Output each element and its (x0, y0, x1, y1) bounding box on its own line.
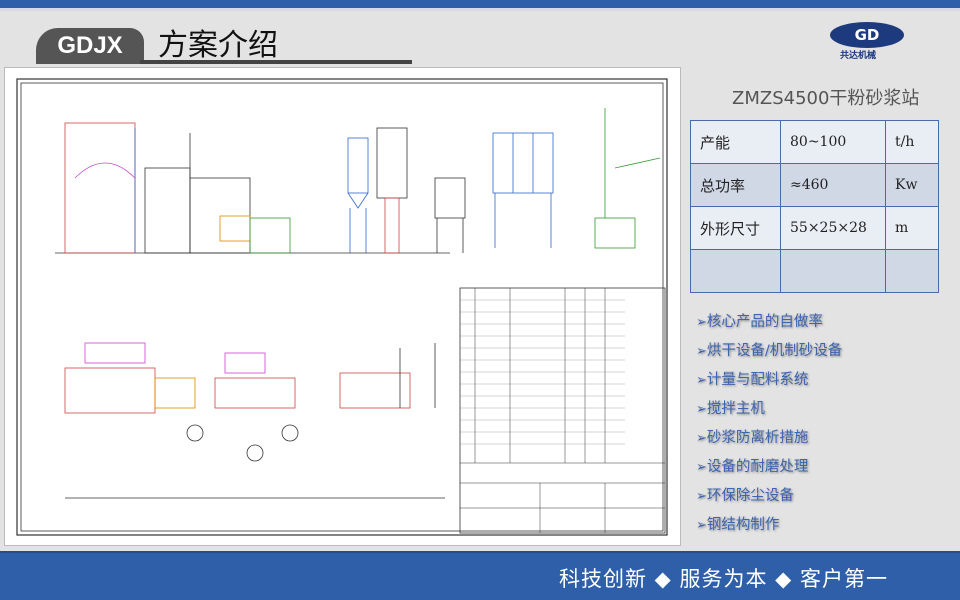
top-bar (0, 0, 960, 8)
spec-label: 总功率 (690, 163, 781, 207)
footer-bar: 科技创新 ◆ 服务为本 ◆ 客户第一 (0, 551, 960, 600)
feature-item: ➢砂浆防离析措施 (696, 427, 842, 456)
feature-text: 环保除尘设备 (706, 488, 794, 504)
spec-unit: t/h (885, 120, 939, 164)
spec-label: 产能 (690, 120, 781, 164)
arrow-icon: ➢ (696, 373, 707, 388)
arrow-icon: ➢ (696, 489, 707, 504)
spec-unit (885, 249, 939, 293)
spec-value (780, 249, 886, 293)
arrow-icon: ➢ (696, 402, 707, 417)
spec-unit: m (885, 206, 939, 250)
feature-item: ➢烘干设备/机制砂设备 (696, 340, 842, 369)
spec-row (690, 249, 939, 293)
feature-item: ➢核心产品的自做率 (696, 311, 842, 340)
plant-layout-drawing (4, 67, 681, 546)
feature-item: ➢钢结构制作 (696, 514, 842, 543)
spec-label: 外形尺寸 (690, 206, 781, 250)
brand-tab: GDJX (36, 28, 144, 64)
arrow-icon: ➢ (696, 344, 707, 359)
top-divider (0, 8, 960, 11)
feature-text: 核心产品的自做率 (706, 314, 823, 330)
logo-mark: GD (830, 22, 904, 48)
feature-text: 设备的耐磨处理 (706, 459, 809, 475)
feature-item: ➢计量与配料系统 (696, 369, 842, 398)
arrow-icon: ➢ (696, 460, 707, 475)
slogan: 科技创新 ◆ 服务为本 ◆ 客户第一 (559, 567, 888, 591)
arrow-icon: ➢ (696, 431, 707, 446)
company-logo: GD 共达机械 (828, 22, 906, 62)
feature-item: ➢环保除尘设备 (696, 485, 842, 514)
spec-value: 55×25×28 (780, 206, 886, 250)
feature-text: 搅拌主机 (706, 401, 765, 417)
spec-unit: Kw (885, 163, 939, 207)
feature-text: 钢结构制作 (706, 517, 780, 533)
feature-list: ➢核心产品的自做率 ➢烘干设备/机制砂设备 ➢计量与配料系统 ➢搅拌主机 ➢砂浆… (696, 311, 842, 543)
spec-value: ≈460 (780, 163, 886, 207)
logo-caption: 共达机械 (840, 51, 877, 61)
arrow-icon: ➢ (696, 518, 707, 533)
product-name: ZMZS4500干粉砂浆站 (732, 88, 920, 109)
feature-text: 计量与配料系统 (706, 372, 809, 388)
spec-label (690, 249, 781, 293)
spec-value: 80~100 (780, 120, 886, 164)
arrow-icon: ➢ (696, 315, 707, 330)
feature-item: ➢设备的耐磨处理 (696, 456, 842, 485)
feature-item: ➢搅拌主机 (696, 398, 842, 427)
feature-text: 砂浆防离析措施 (706, 430, 809, 446)
feature-text: 烘干设备/机制砂设备 (706, 343, 843, 359)
page-title: 方案介绍 (158, 28, 278, 63)
title-underline (140, 60, 412, 64)
